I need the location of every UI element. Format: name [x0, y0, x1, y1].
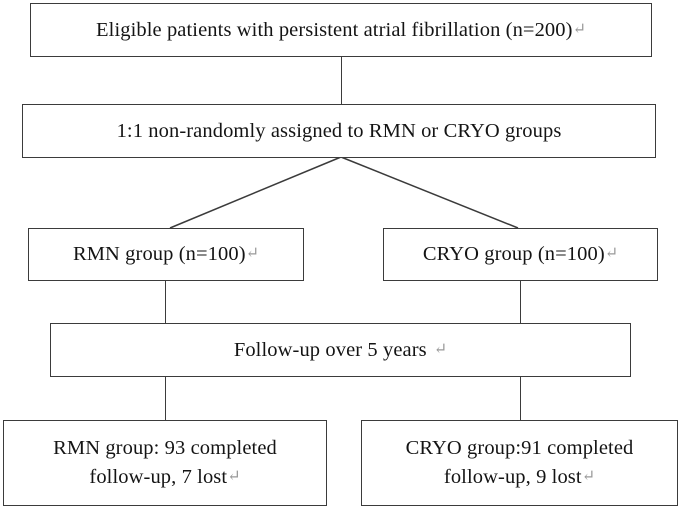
return-mark-icon: ↵ [581, 468, 596, 485]
node-rmn-group[interactable]: RMN group (n=100)↵ [28, 228, 304, 281]
node-eligible-patients-label: Eligible patients with persistent atrial… [96, 18, 573, 41]
connector-followup-to-cryo-outcome [520, 377, 521, 420]
return-mark-icon: ↵ [227, 468, 241, 485]
node-rmn-outcome-line2: follow-up, 7 lost [89, 466, 228, 488]
node-rmn-group-label: RMN group (n=100) [72, 243, 246, 266]
node-assignment-text: 1:1 non-randomly assigned to RMN or CRYO… [111, 118, 568, 144]
node-followup-label: Follow-up over 5 years [233, 338, 427, 361]
node-eligible-patients[interactable]: Eligible patients with persistent atrial… [30, 3, 652, 57]
return-mark-icon: ↵ [572, 20, 586, 38]
node-cryo-outcome-line2: follow-up, 9 lost [443, 466, 582, 488]
node-cryo-outcome-text: CRYO group:91 completed follow-up, 9 lost… [400, 434, 640, 492]
return-mark-icon: ↵ [433, 340, 448, 358]
branch-line-left [169, 156, 342, 229]
node-rmn-group-text: RMN group (n=100)↵ [67, 241, 265, 267]
return-mark-icon: ↵ [245, 245, 260, 263]
connector-eligible-to-assignment [341, 56, 342, 105]
node-followup[interactable]: Follow-up over 5 years ↵ [50, 323, 631, 377]
node-cryo-group[interactable]: CRYO group (n=100)↵ [383, 228, 658, 281]
connector-followup-to-rmn-outcome [165, 377, 166, 420]
node-rmn-outcome-text: RMN group: 93 completed follow-up, 7 lost… [47, 434, 283, 492]
node-cryo-outcome[interactable]: CRYO group:91 completed follow-up, 9 lost… [361, 420, 678, 506]
return-mark-icon: ↵ [604, 245, 619, 263]
node-assignment-label: 1:1 non-randomly assigned to RMN or CRYO… [116, 119, 562, 142]
node-rmn-outcome-line1: RMN group: 93 completed [53, 436, 277, 459]
node-cryo-outcome-line1: CRYO group:91 completed [405, 436, 634, 459]
node-eligible-patients-text: Eligible patients with persistent atrial… [90, 17, 592, 43]
connector-cryo-to-followup [520, 280, 521, 324]
node-followup-text: Follow-up over 5 years ↵ [228, 337, 453, 363]
node-cryo-group-text: CRYO group (n=100)↵ [417, 241, 624, 267]
branch-line-right [340, 156, 519, 229]
connector-rmn-to-followup [165, 280, 166, 324]
node-rmn-outcome[interactable]: RMN group: 93 completed follow-up, 7 lost… [3, 420, 327, 506]
node-assignment[interactable]: 1:1 non-randomly assigned to RMN or CRYO… [22, 104, 656, 158]
node-cryo-group-label: CRYO group (n=100) [422, 243, 605, 266]
